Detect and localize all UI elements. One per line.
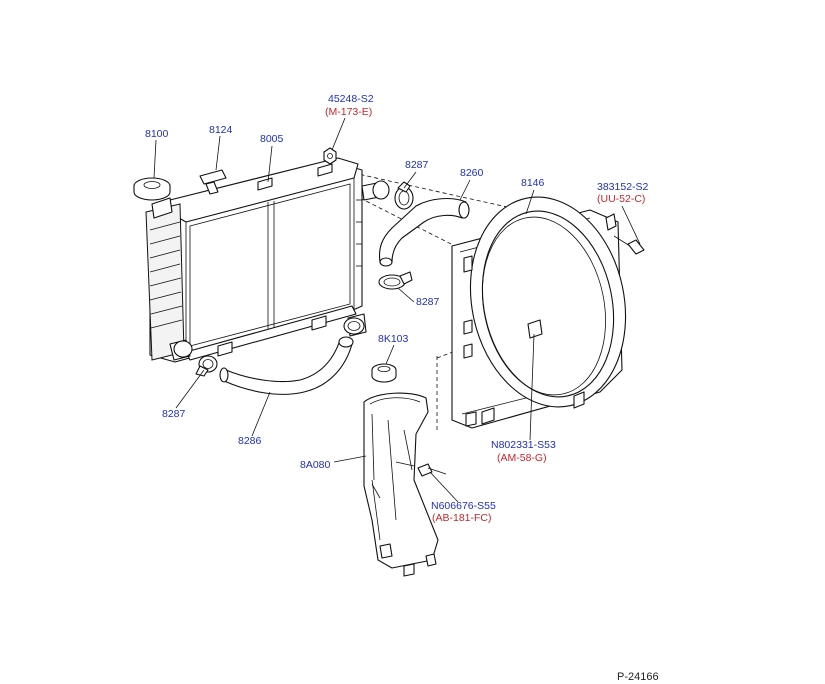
label-nut-number: 45248-S2 (328, 93, 374, 105)
label-reservoir: 8A080 (300, 459, 331, 471)
coolant-reservoir (363, 392, 439, 577)
label-shroud-bolt-spec: (UU-52-C) (597, 193, 645, 205)
label-upper-clamp: 8287 (405, 159, 429, 171)
fan-shroud (451, 196, 645, 429)
radiator (145, 157, 390, 363)
upper-hose-clamp (394, 181, 414, 210)
label-radiator-cap: 8100 (145, 128, 169, 140)
upper-bracket (199, 169, 227, 195)
label-upper-hose: 8260 (460, 167, 484, 179)
reservoir-cap (371, 363, 397, 383)
radiator-cap (133, 177, 171, 201)
leader-lines (153, 117, 641, 503)
mounting-nut (323, 147, 337, 165)
label-lower-hose: 8286 (238, 435, 262, 447)
upper-hose (378, 197, 470, 267)
label-reservoir-bolt-number: N606676-S55 (431, 500, 496, 512)
label-fan-shroud: 8146 (521, 177, 545, 189)
label-middle-clamp: 8287 (416, 296, 440, 308)
part-labels: 8100 8124 8005 45248-S2 (M-173-E) 8287 8… (145, 93, 659, 683)
label-reservoir-bolt-spec: (AB-181-FC) (432, 512, 492, 524)
lower-hose (219, 336, 354, 395)
reference-id: P-24166 (617, 671, 659, 683)
label-lower-clamp: 8287 (162, 408, 186, 420)
reservoir-bolt (417, 463, 447, 477)
label-nut-spec: (M-173-E) (325, 106, 372, 118)
label-radiator: 8005 (260, 133, 284, 145)
label-bracket: 8124 (209, 124, 233, 136)
middle-hose-clamp (378, 271, 413, 290)
label-shroud-nut-spec: (AM-58-G) (497, 452, 547, 464)
lower-hose-clamp (195, 355, 218, 377)
label-shroud-nut-number: N802331-S53 (491, 439, 556, 451)
hose-end-clamp (343, 317, 365, 335)
label-shroud-bolt-number: 383152-S2 (597, 181, 649, 193)
label-reservoir-cap: 8K103 (378, 333, 409, 345)
